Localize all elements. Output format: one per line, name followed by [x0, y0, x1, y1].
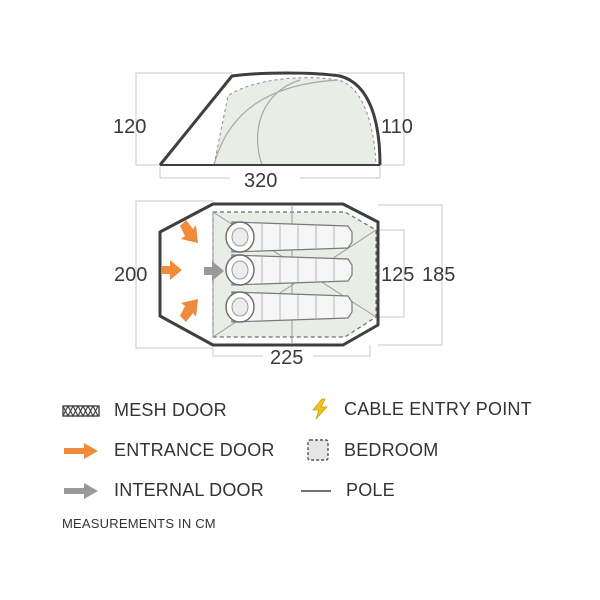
entrance-arrow-icon — [180, 299, 198, 322]
length-label: 320 — [244, 170, 277, 192]
side-inner-tent — [213, 77, 377, 166]
legend-mesh-door-label: MESH DOOR — [114, 400, 227, 420]
side-dimension-lines — [135, 72, 405, 179]
legend-cable-entry: CABLE ENTRY POINT — [310, 398, 532, 420]
legend-bedroom-label: BEDROOM — [344, 439, 439, 460]
side-view: 120 110 320 — [113, 71, 413, 192]
side-flysheet — [158, 71, 382, 166]
tent-diagram: 120 110 320 — [113, 71, 455, 369]
pole-line-icon — [301, 489, 331, 492]
top-flysheet — [158, 202, 380, 347]
lightning-bolt-icon — [312, 398, 328, 420]
sleeping-bag-3 — [225, 291, 353, 323]
legend-bedroom: BEDROOM — [306, 438, 438, 462]
width-front-label: 200 — [114, 264, 147, 286]
width-bedroom-label: 125 — [381, 264, 414, 286]
width-rear-label: 185 — [422, 264, 455, 286]
mesh-door-icon — [62, 404, 100, 417]
height-front-label: 120 — [113, 116, 146, 138]
legend-internal-door: INTERNAL DOOR — [62, 480, 264, 501]
legend-pole-label: POLE — [346, 480, 395, 500]
internal-arrow-icon — [64, 482, 98, 499]
internal-arrow-icon — [204, 261, 224, 281]
measurements-note: MEASUREMENTS IN CM — [62, 516, 216, 531]
legend-internal-door-label: INTERNAL DOOR — [114, 480, 264, 500]
entrance-arrow-icon — [162, 260, 182, 280]
dashed-square-icon — [307, 439, 329, 461]
legend-cable-entry-label: CABLE ENTRY POINT — [344, 398, 532, 419]
entrance-arrow-icon — [64, 442, 98, 459]
height-rear-label: 110 — [381, 116, 413, 138]
legend-entrance-door: ENTRANCE DOOR — [62, 440, 275, 461]
side-pole-2 — [213, 79, 339, 166]
top-view: 200 125 185 225 — [114, 200, 455, 369]
legend-pole: POLE — [300, 480, 395, 501]
length-bedroom-label: 225 — [270, 347, 303, 369]
top-dimension-lines — [135, 200, 443, 357]
side-pole-1 — [256, 79, 301, 166]
legend-entrance-door-label: ENTRANCE DOOR — [114, 440, 275, 460]
sleeping-bag-1 — [225, 221, 353, 253]
sleeping-bags — [225, 221, 353, 323]
sleeping-bag-2 — [225, 254, 353, 286]
entrance-arrow-icon — [180, 220, 198, 243]
legend-mesh-door: MESH DOOR — [62, 400, 227, 421]
